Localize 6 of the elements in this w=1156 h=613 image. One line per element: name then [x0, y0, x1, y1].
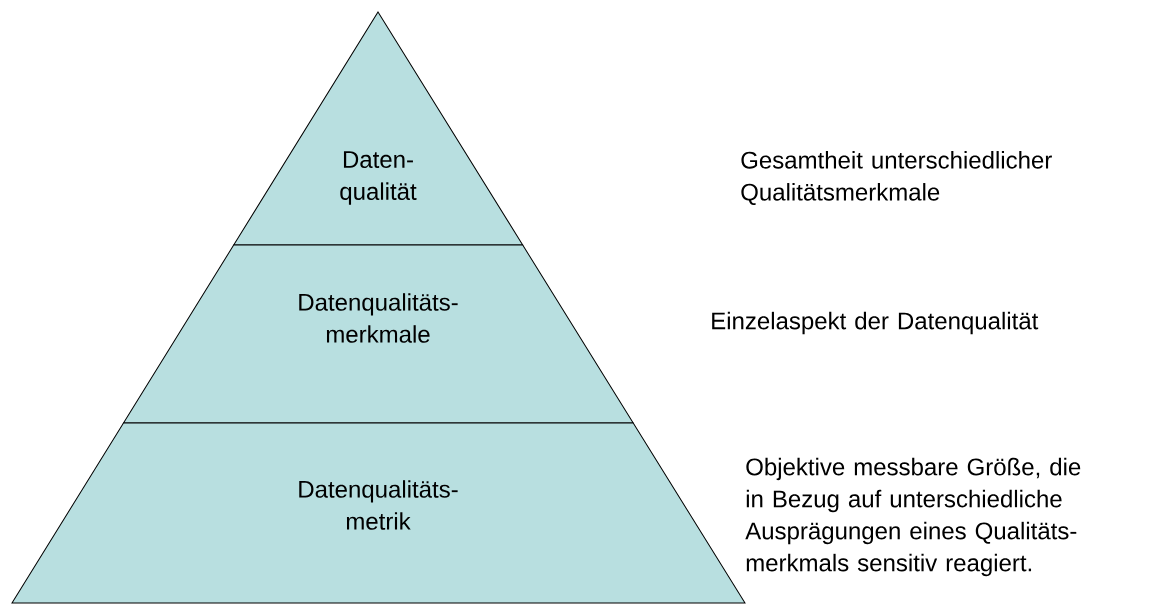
description-text: Einzelaspekt der Datenqualität — [712, 311, 1039, 335]
pyramid-level: Datenqualitäts- metrik — [11, 422, 746, 604]
pyramid-level: Datenqualitäts- merkmale — [123, 244, 634, 424]
pyramid-level: Daten- qualität — [233, 11, 524, 246]
description-text: Gesamtheit unterschiedlicher Qualitätsmerkmale — [741, 151, 1052, 205]
description-text: Objektive messbare Größe, die in Bezug auf unterschiedliche Ausprägungen eines Qualitäts- merkmals sensitiv reagiert. — [745, 457, 1081, 577]
